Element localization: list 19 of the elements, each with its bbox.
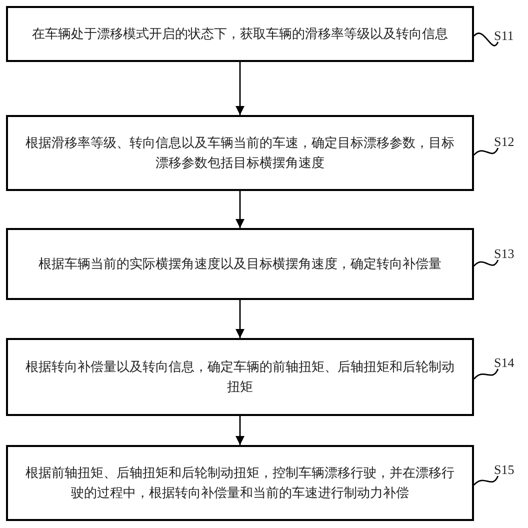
arrow [236,191,244,228]
process-box: 根据前轴扭矩、后轴扭矩和后轮制动扭矩，控制车辆漂移行驶，并在漂移行驶的过程中，根据转向补偿量和当前的车速进行制动力补偿 [6,445,474,521]
leader-line [474,148,499,156]
process-box: 根据滑移率等级、转向信息以及车辆当前的车速，确定目标漂移参数，目标漂移参数包括目标横摆角速度 [6,115,474,191]
step-label: S13 [494,246,524,262]
step-label: S15 [494,462,524,478]
leader-line [474,476,499,486]
leader-line [474,260,499,266]
process-box: 在车辆处于漂移模式开启的状态下，获取车辆的滑移率等级以及转向信息 [6,6,474,62]
leader-line [474,32,499,46]
step-label: S11 [494,28,524,44]
arrow [236,416,244,445]
step-label: S14 [494,355,524,371]
process-box: 根据转向补偿量以及转向信息，确定车辆的前轴扭矩、后轴扭矩和后轮制动扭矩 [6,338,474,416]
arrow [236,62,244,115]
leader-line [474,368,499,380]
step-label: S12 [494,134,524,150]
process-box: 根据车辆当前的实际横摆角速度以及目标横摆角速度，确定转向补偿量 [6,228,474,300]
arrow [236,300,244,338]
